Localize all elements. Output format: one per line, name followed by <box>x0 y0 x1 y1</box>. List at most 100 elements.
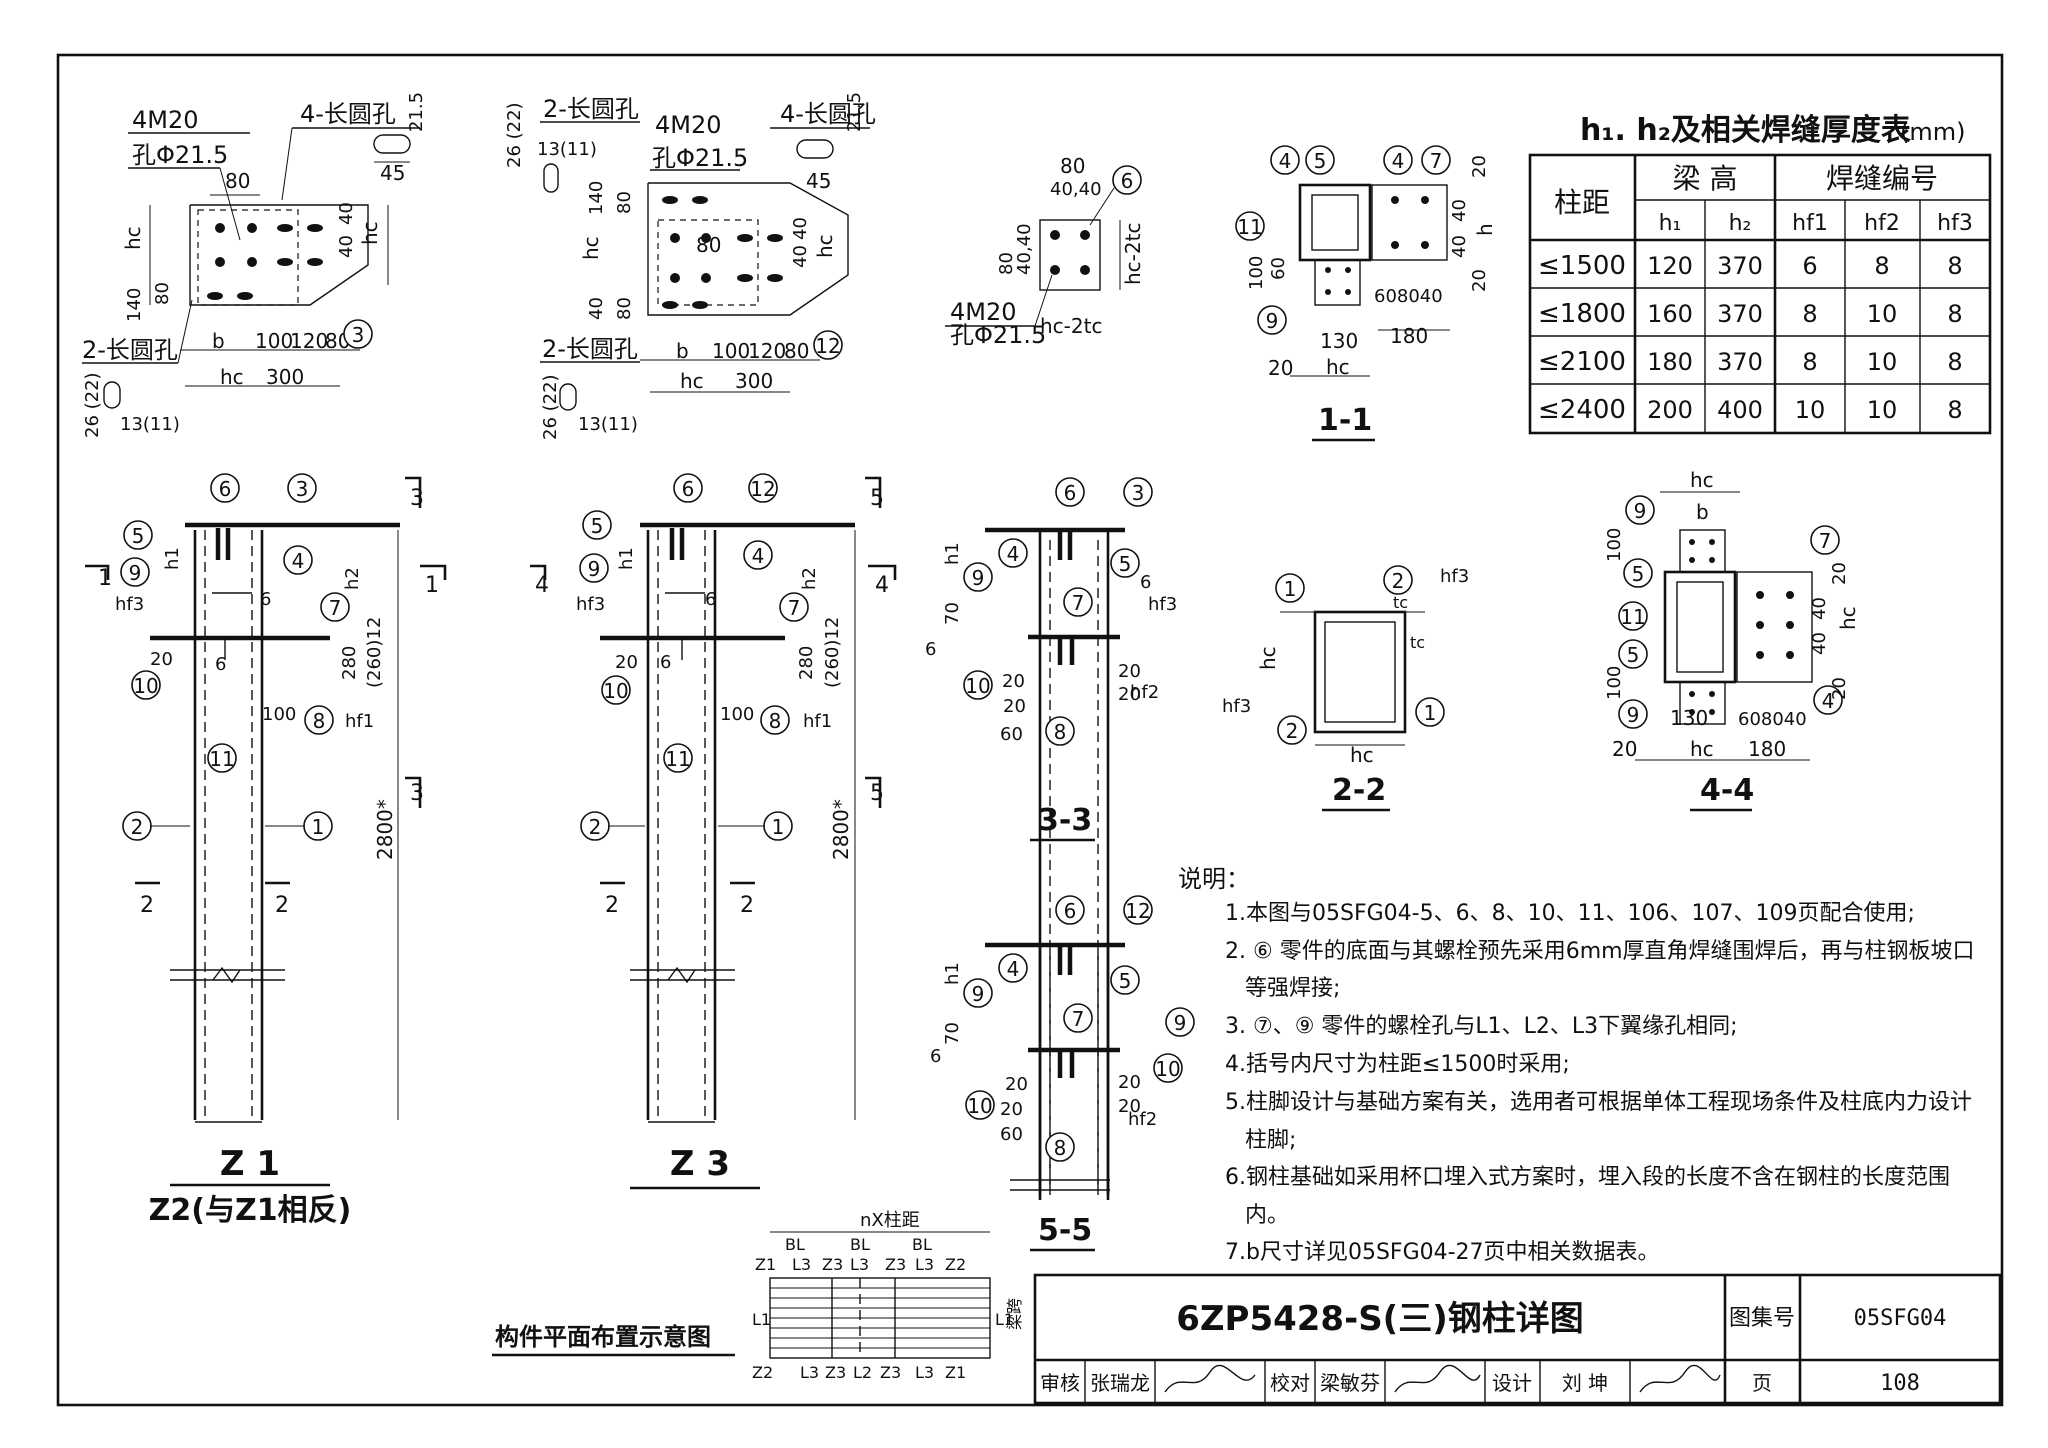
svg-text:7: 7 <box>1819 529 1832 553</box>
svg-text:b: b <box>212 329 225 353</box>
svg-text:4M20: 4M20 <box>655 111 722 139</box>
svg-text:2-长圆孔: 2-长圆孔 <box>543 95 639 123</box>
note-6: 6.钢柱基础如采用杯口埋入式方案时，埋入段的长度不含在钢柱的长度范围 <box>1225 1165 1950 1190</box>
title-block: 6ZP5428-S(三)钢柱详图 图集号 05SFG04 审核 张瑞龙 校对 梁… <box>1033 1273 2002 1405</box>
svg-text:L1: L1 <box>995 1310 1014 1329</box>
svg-text:4: 4 <box>752 544 765 568</box>
svg-text:h1: h1 <box>616 547 637 570</box>
svg-text:设计: 设计 <box>1492 1371 1532 1395</box>
svg-text:3: 3 <box>296 477 309 501</box>
svg-text:hc: hc <box>1836 606 1860 630</box>
svg-text:8: 8 <box>769 709 782 733</box>
svg-text:≤2400: ≤2400 <box>1538 395 1626 425</box>
svg-text:26 (22): 26 (22) <box>540 374 561 440</box>
marker-4: 4 <box>1279 149 1292 173</box>
svg-text:10: 10 <box>1867 300 1898 328</box>
note-3: 3. ⑦、⑨ 零件的螺栓孔与L1、L2、L3下翼缘孔相同; <box>1225 1014 1738 1039</box>
svg-text:hc: hc <box>1690 737 1714 761</box>
svg-text:12: 12 <box>750 477 775 501</box>
svg-text:10: 10 <box>965 674 990 698</box>
svg-text:140: 140 <box>586 181 607 215</box>
svg-text:hf3: hf3 <box>115 594 144 615</box>
svg-text:6: 6 <box>260 589 271 610</box>
svg-text:100: 100 <box>1604 528 1625 562</box>
svg-text:柱脚;: 柱脚; <box>1245 1128 1296 1153</box>
svg-text:40: 40 <box>336 235 357 258</box>
svg-text:Z3: Z3 <box>822 1255 843 1274</box>
svg-text:4: 4 <box>875 573 889 598</box>
svg-text:6: 6 <box>660 652 671 673</box>
svg-text:nX柱距: nX柱距 <box>860 1210 920 1231</box>
svg-text:2-长圆孔: 2-长圆孔 <box>542 335 638 363</box>
svg-text:h2: h2 <box>799 567 820 590</box>
svg-text:hc-2tc: hc-2tc <box>1040 314 1102 338</box>
svg-text:校对: 校对 <box>1270 1371 1310 1395</box>
svg-text:hc: hc <box>220 365 244 389</box>
svg-text:4: 4 <box>292 549 305 573</box>
svg-text:21.5: 21.5 <box>406 92 427 132</box>
svg-text:梁跨: 梁跨 <box>1005 1298 1024 1330</box>
svg-text:80: 80 <box>784 339 809 363</box>
svg-text:70: 70 <box>942 602 963 625</box>
plan-layout: nX柱距 BL BL BL Z1 Z3 Z3 Z2 L3 L3 L3 L1 L1… <box>492 1210 1024 1382</box>
plate-detail-z1: 4M20 孔Φ21.5 4-长圆孔 21.5 45 80 hc 140 80 4… <box>82 92 427 438</box>
svg-text:L3: L3 <box>800 1363 819 1382</box>
marker-5: 5 <box>1314 149 1327 173</box>
svg-text:6: 6 <box>219 477 232 501</box>
svg-text:(260)12: (260)12 <box>822 617 843 688</box>
marker-7: 7 <box>1430 149 1443 173</box>
svg-text:40: 40 <box>790 245 811 268</box>
svg-text:5: 5 <box>1632 562 1645 586</box>
svg-text:100: 100 <box>255 329 293 353</box>
svg-text:40: 40 <box>790 217 811 240</box>
z3-title: Z 3 <box>670 1144 730 1184</box>
svg-text:hf2: hf2 <box>1864 211 1900 236</box>
table-row: ≤2400 200 400 10 10 8 <box>1538 395 1963 425</box>
reviewer-signature <box>1164 1364 1256 1393</box>
long-hole-label: 4-长圆孔 <box>300 100 396 128</box>
svg-text:10: 10 <box>1867 396 1898 424</box>
svg-text:300: 300 <box>735 369 773 393</box>
svg-text:80: 80 <box>225 169 250 193</box>
svg-text:40: 40 <box>1449 235 1470 258</box>
svg-text:L3: L3 <box>792 1255 811 1274</box>
svg-text:9: 9 <box>1634 499 1647 523</box>
svg-text:6: 6 <box>1064 899 1077 923</box>
svg-text:45: 45 <box>806 169 831 193</box>
svg-text:9: 9 <box>1174 1011 1187 1035</box>
svg-text:100: 100 <box>720 704 754 725</box>
svg-text:608040: 608040 <box>1374 286 1443 307</box>
svg-text:2: 2 <box>1286 719 1299 743</box>
svg-text:Z2: Z2 <box>945 1255 966 1274</box>
svg-text:4: 4 <box>1007 542 1020 566</box>
svg-text:hf1: hf1 <box>803 711 832 732</box>
svg-text:Z2: Z2 <box>752 1363 773 1382</box>
svg-text:Z3: Z3 <box>885 1255 906 1274</box>
svg-text:2: 2 <box>131 815 144 839</box>
section-2-2: 1 2 2 1 hf3 hf3 tc tc hc hc 2-2 <box>1222 565 1469 812</box>
svg-text:4: 4 <box>1007 957 1020 981</box>
svg-text:40: 40 <box>1809 597 1830 620</box>
svg-text:20: 20 <box>1002 671 1025 692</box>
svg-text:130: 130 <box>1670 706 1708 730</box>
svg-text:2: 2 <box>275 893 289 918</box>
svg-text:6: 6 <box>705 589 716 610</box>
svg-text:L3: L3 <box>850 1255 869 1274</box>
plate-detail-part6: 80 40,40 6 80 40,40 hc-2tc 4M20 孔Φ21.5 h… <box>945 154 1145 349</box>
svg-text:hf2: hf2 <box>1128 1109 1157 1130</box>
plate-detail-z3: 2-长圆孔 4M20 孔Φ21.5 4-长圆孔 21.5 45 80 26 (2… <box>504 92 876 440</box>
svg-text:40: 40 <box>1449 199 1470 222</box>
svg-text:3: 3 <box>410 486 424 511</box>
svg-text:梁 高: 梁 高 <box>1673 162 1738 195</box>
svg-text:柱距: 柱距 <box>1554 186 1610 219</box>
svg-text:60: 60 <box>1268 257 1289 280</box>
svg-text:21.5: 21.5 <box>844 92 865 132</box>
svg-text:280: 280 <box>339 646 360 680</box>
svg-text:hf3: hf3 <box>1937 211 1973 236</box>
svg-text:hc: hc <box>1326 355 1350 379</box>
svg-text:100: 100 <box>1246 256 1267 290</box>
svg-text:7: 7 <box>1072 1007 1085 1031</box>
notes: 说明： 1.本图与05SFG04-5、6、8、10、11、106、107、109… <box>1178 865 1975 1265</box>
svg-text:5: 5 <box>1627 643 1640 667</box>
